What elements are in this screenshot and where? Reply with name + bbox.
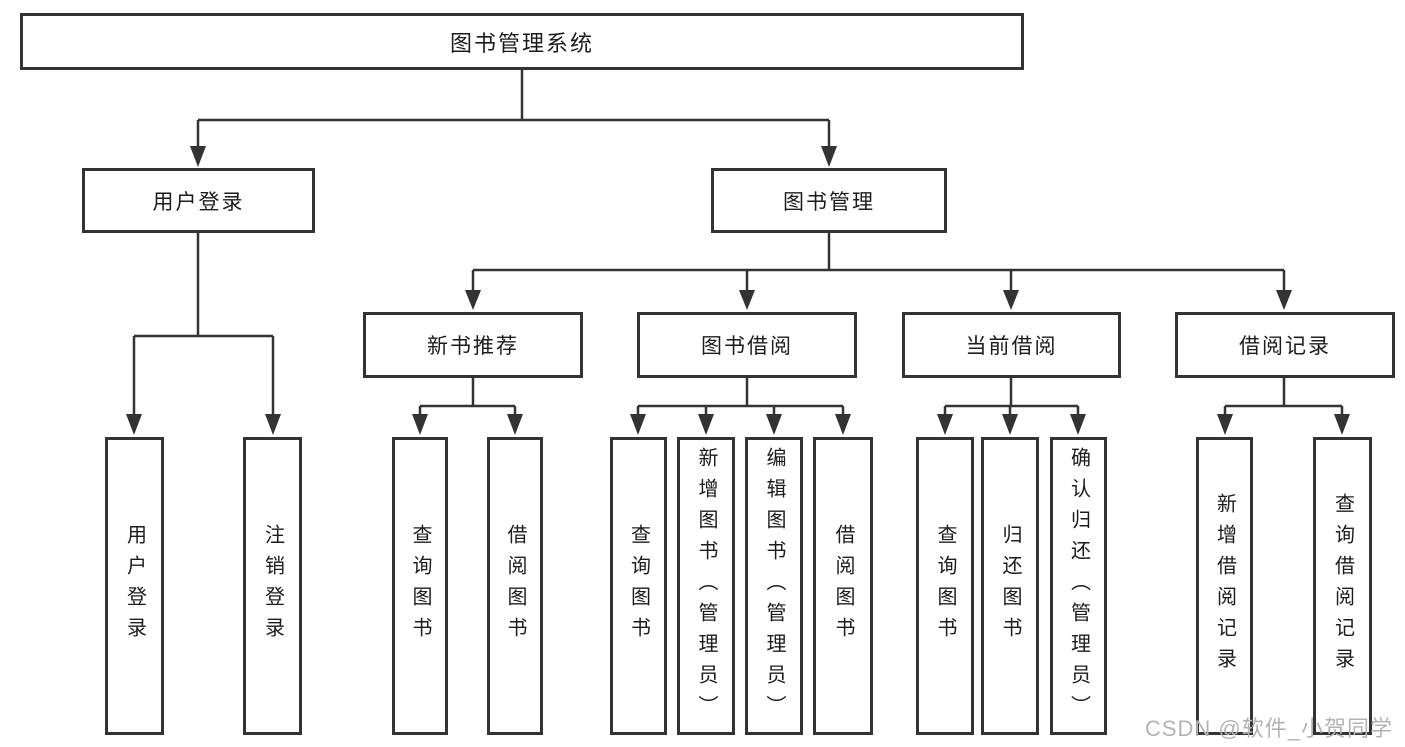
connector-borrow-to-leaves	[630, 378, 851, 435]
leaf-newbooks-borrow-books: 借阅图书	[487, 437, 543, 735]
leaf-records-add-record: 新增借阅记录	[1196, 437, 1253, 735]
arrowhead	[698, 414, 714, 435]
arrowhead	[1070, 414, 1086, 435]
leaf-borrow-borrow-books: 借阅图书	[813, 437, 873, 735]
arrowhead	[265, 414, 281, 435]
arrowhead	[937, 414, 953, 435]
arrowhead	[821, 146, 837, 167]
arrowhead	[835, 414, 851, 435]
node-book-management: 图书管理	[711, 168, 947, 233]
arrowhead	[126, 414, 142, 435]
connector-newbooks-to-leaves	[412, 378, 523, 435]
connector-login-to-leaves	[126, 232, 281, 435]
leaf-borrow-add-books-admin: 新增图书（管理员）	[677, 437, 735, 735]
connector-root-to-level2	[190, 69, 837, 167]
leaf-user-login: 用户登录	[105, 437, 164, 735]
arrowhead	[1003, 290, 1019, 310]
csdn-watermark: CSDN @软件_小贺同学	[1144, 716, 1393, 741]
arrowhead	[1276, 290, 1292, 310]
arrowhead	[630, 414, 646, 435]
connector-current-to-leaves	[937, 378, 1086, 435]
arrowhead	[412, 414, 428, 435]
connector-records-to-leaves	[1217, 378, 1350, 435]
leaf-borrow-query-books: 查询图书	[610, 437, 667, 735]
leaf-borrow-edit-books-admin: 编辑图书（管理员）	[745, 437, 803, 735]
arrowhead	[1217, 414, 1233, 435]
arrowhead	[766, 414, 782, 435]
leaf-current-confirm-return-admin: 确认归还（管理员）	[1050, 437, 1107, 735]
arrowhead	[465, 290, 481, 310]
arrowhead	[507, 414, 523, 435]
node-root-system: 图书管理系统	[20, 13, 1024, 70]
node-new-book-recommend: 新书推荐	[363, 312, 583, 378]
connector-management-to-level3	[465, 232, 1292, 310]
node-book-borrow: 图书借阅	[637, 312, 857, 378]
arrowhead	[1002, 414, 1018, 435]
leaf-current-query-books: 查询图书	[916, 437, 974, 735]
arrowhead	[190, 146, 206, 167]
node-borrow-records: 借阅记录	[1175, 312, 1395, 378]
arrowhead	[739, 290, 755, 310]
arrowhead	[1334, 414, 1350, 435]
leaf-current-return-books: 归还图书	[981, 437, 1039, 735]
leaf-records-query-record: 查询借阅记录	[1313, 437, 1372, 735]
leaf-logout: 注销登录	[243, 437, 302, 735]
node-user-login: 用户登录	[82, 168, 315, 233]
node-current-borrow: 当前借阅	[902, 312, 1121, 378]
leaf-newbooks-query-books: 查询图书	[392, 437, 448, 735]
